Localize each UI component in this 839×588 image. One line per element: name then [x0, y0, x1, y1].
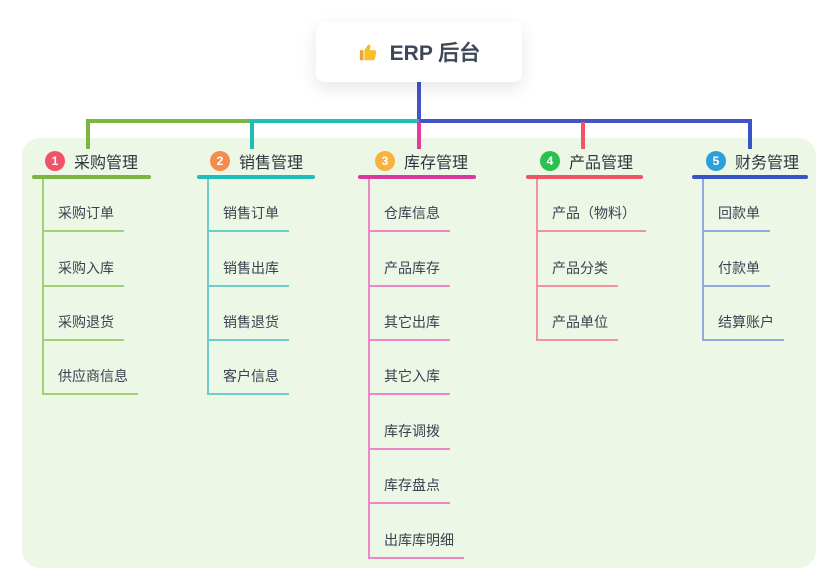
- drop-line-product: [581, 122, 585, 149]
- node-other-inbound[interactable]: 其它入库: [368, 366, 450, 395]
- node-purchase-inbound[interactable]: 采购入库: [42, 258, 124, 287]
- thumbs-up-icon: [358, 41, 380, 63]
- badge-2-icon: 2: [210, 151, 230, 171]
- drop-line-sales: [250, 122, 254, 149]
- node-stock-transfer[interactable]: 库存调拨: [368, 421, 450, 450]
- node-product-stock[interactable]: 产品库存: [368, 258, 450, 287]
- node-receipt-doc[interactable]: 回款单: [702, 203, 770, 232]
- branch-finance[interactable]: 5 财务管理: [706, 149, 799, 173]
- drop-line-purchase: [86, 122, 90, 149]
- branch-inventory-label: 库存管理: [404, 155, 469, 172]
- node-product-material[interactable]: 产品（物料）: [536, 203, 646, 232]
- branch-sales-underline: [197, 175, 315, 179]
- branch-inventory-spine: [368, 179, 370, 559]
- branch-sales-label: 销售管理: [239, 155, 304, 172]
- mindmap-canvas-panel: [22, 138, 816, 568]
- node-stock-count[interactable]: 库存盘点: [368, 475, 450, 504]
- branch-purchase-label: 采购管理: [74, 155, 139, 172]
- bus-segment-sales: [250, 119, 419, 123]
- branch-purchase-spine: [42, 179, 44, 395]
- branch-finance-spine: [702, 179, 704, 341]
- branch-inventory[interactable]: 3 库存管理: [375, 149, 468, 173]
- drop-line-finance: [748, 122, 752, 149]
- node-sales-return[interactable]: 销售退货: [207, 312, 289, 341]
- root-node-label: ERP 后台: [389, 42, 481, 65]
- branch-product-spine: [536, 179, 538, 341]
- branch-finance-label: 财务管理: [735, 155, 800, 172]
- node-product-category[interactable]: 产品分类: [536, 258, 618, 287]
- node-purchase-return[interactable]: 采购退货: [42, 312, 124, 341]
- node-supplier-info[interactable]: 供应商信息: [42, 366, 138, 395]
- badge-4-icon: 4: [540, 151, 560, 171]
- node-product-unit[interactable]: 产品单位: [536, 312, 618, 341]
- drop-line-inventory: [417, 122, 421, 149]
- root-node-erp-backend[interactable]: ERP 后台: [316, 22, 522, 82]
- branch-purchase-underline: [32, 175, 151, 179]
- branch-sales-spine: [207, 179, 209, 395]
- bus-segment-finance: [419, 119, 752, 123]
- node-settlement-account[interactable]: 结算账户: [702, 312, 784, 341]
- branch-product-underline: [526, 175, 643, 179]
- branch-sales[interactable]: 2 销售管理: [210, 149, 303, 173]
- badge-3-icon: 3: [375, 151, 395, 171]
- branch-purchase[interactable]: 1 采购管理: [45, 149, 138, 173]
- badge-1-icon: 1: [45, 151, 65, 171]
- node-payment-doc[interactable]: 付款单: [702, 258, 770, 287]
- node-outbound-detail[interactable]: 出库库明细: [368, 530, 464, 559]
- branch-finance-underline: [692, 175, 808, 179]
- bus-segment-purchase: [86, 119, 252, 123]
- node-other-outbound[interactable]: 其它出库: [368, 312, 450, 341]
- branch-product-label: 产品管理: [569, 155, 634, 172]
- node-purchase-order[interactable]: 采购订单: [42, 203, 124, 232]
- connector-root: [417, 82, 421, 122]
- node-sales-order[interactable]: 销售订单: [207, 203, 289, 232]
- branch-inventory-underline: [358, 175, 476, 179]
- node-warehouse-info[interactable]: 仓库信息: [368, 203, 450, 232]
- branch-product[interactable]: 4 产品管理: [540, 149, 633, 173]
- node-customer-info[interactable]: 客户信息: [207, 366, 289, 395]
- node-sales-outbound[interactable]: 销售出库: [207, 258, 289, 287]
- badge-5-icon: 5: [706, 151, 726, 171]
